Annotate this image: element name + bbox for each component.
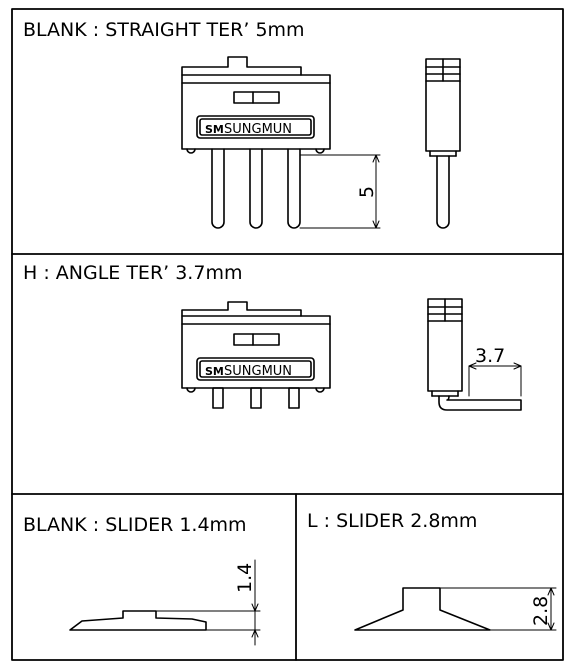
slider-long-section-title: L : SLIDER 2.8mm bbox=[307, 510, 477, 532]
angle-dimension-value: 3.7 bbox=[475, 345, 505, 367]
straight-dimension-value: 5 bbox=[356, 186, 378, 198]
straight-brand-label: SUNGMUN bbox=[224, 122, 292, 137]
straight-section-title: BLANK : STRAIGHT TER’ 5mm bbox=[23, 19, 305, 41]
angle-switch-front-view: SM SUNGMUN bbox=[181, 301, 331, 409]
straight-switch-front-view: SM SUNGMUN bbox=[181, 56, 331, 229]
angle-section-title: H : ANGLE TER’ 3.7mm bbox=[23, 262, 242, 284]
straight-dimension: 5 bbox=[299, 154, 381, 229]
long-slider-dimension: 2.8 bbox=[439, 587, 557, 631]
sheet-frame bbox=[11, 8, 564, 661]
angle-brand-label: SUNGMUN bbox=[224, 364, 292, 379]
long-slider-dimension-value: 2.8 bbox=[530, 596, 552, 626]
angle-dimension: 3.7 bbox=[468, 345, 522, 397]
slider-short-section-title: BLANK : SLIDER 1.4mm bbox=[23, 514, 247, 536]
straight-logo-mark: SM bbox=[205, 123, 224, 136]
straight-switch-side-view bbox=[425, 58, 461, 229]
short-slider-dimension-value: 1.4 bbox=[234, 563, 256, 593]
short-slider-profile bbox=[69, 610, 207, 631]
short-slider-dimension: 1.4 bbox=[155, 559, 261, 646]
angle-logo-mark: SM bbox=[205, 365, 224, 378]
angle-switch-side-view bbox=[427, 298, 522, 411]
long-slider-profile bbox=[354, 587, 491, 631]
